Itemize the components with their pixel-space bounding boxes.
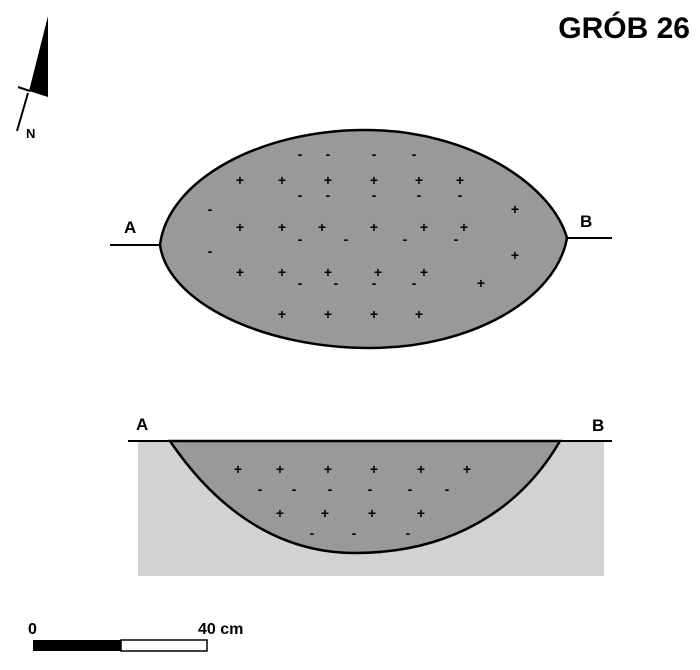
plan-label-a: A (124, 218, 136, 237)
plus-sign: + (511, 201, 519, 217)
minus-sign: - (298, 231, 303, 247)
minus-sign: - (208, 243, 213, 259)
plus-sign: + (456, 172, 464, 188)
section-pit-outline (167, 439, 563, 555)
plus-sign: + (420, 219, 428, 235)
section-label-a: A (136, 415, 148, 434)
plus-sign: + (370, 172, 378, 188)
plan-label-b: B (580, 212, 592, 231)
plus-sign: + (324, 264, 332, 280)
plus-sign: + (236, 264, 244, 280)
plus-sign: + (324, 306, 332, 322)
minus-sign: - (445, 481, 450, 497)
plus-sign: + (370, 219, 378, 235)
minus-sign: - (326, 187, 331, 203)
plus-sign: + (234, 461, 242, 477)
section-label-b: B (592, 416, 604, 435)
plus-sign: + (278, 264, 286, 280)
plus-sign: + (415, 306, 423, 322)
plus-sign: + (324, 461, 332, 477)
scale-bar: 0 40 cm (28, 621, 243, 652)
plan-pit-outline (158, 128, 569, 350)
section-view: A B ++++++++++--------- (128, 415, 612, 576)
plus-sign: + (368, 505, 376, 521)
minus-sign: - (458, 187, 463, 203)
minus-sign: - (408, 481, 413, 497)
minus-sign: - (403, 231, 408, 247)
minus-sign: - (292, 481, 297, 497)
north-label: N (26, 126, 35, 141)
plus-sign: + (276, 461, 284, 477)
minus-sign: - (298, 146, 303, 162)
plus-sign: + (236, 219, 244, 235)
plus-sign: + (236, 172, 244, 188)
plus-sign: + (460, 219, 468, 235)
minus-sign: - (406, 525, 411, 541)
minus-sign: - (372, 187, 377, 203)
plus-sign: + (278, 306, 286, 322)
plus-sign: + (370, 306, 378, 322)
plus-sign: + (477, 275, 485, 291)
plus-sign: + (324, 172, 332, 188)
plus-sign: + (276, 505, 284, 521)
minus-sign: - (372, 275, 377, 291)
minus-sign: - (298, 275, 303, 291)
plus-sign: + (417, 505, 425, 521)
plus-sign: + (278, 172, 286, 188)
minus-sign: - (344, 231, 349, 247)
plus-sign: + (463, 461, 471, 477)
plus-sign: + (511, 247, 519, 263)
minus-sign: - (372, 146, 377, 162)
minus-sign: - (417, 187, 422, 203)
plus-sign: + (415, 172, 423, 188)
minus-sign: - (326, 146, 331, 162)
plus-sign: + (370, 461, 378, 477)
minus-sign: - (352, 525, 357, 541)
minus-sign: - (328, 481, 333, 497)
plus-sign: + (318, 219, 326, 235)
scale-start: 0 (28, 621, 37, 638)
minus-sign: - (412, 275, 417, 291)
minus-sign: - (208, 201, 213, 217)
title: GRÓB 26 (558, 11, 690, 45)
minus-sign: - (368, 481, 373, 497)
minus-sign: - (412, 146, 417, 162)
plus-sign: + (374, 264, 382, 280)
plan-view: A B ++++++++++++++++++++++++------------… (110, 128, 612, 350)
plus-sign: + (417, 461, 425, 477)
scale-end: 40 cm (198, 621, 243, 638)
plus-sign: + (278, 219, 286, 235)
plus-sign: + (321, 505, 329, 521)
plus-sign: + (420, 264, 428, 280)
minus-sign: - (454, 231, 459, 247)
minus-sign: - (258, 481, 263, 497)
minus-sign: - (298, 187, 303, 203)
minus-sign: - (334, 275, 339, 291)
north-arrow-icon (16, 16, 48, 132)
minus-sign: - (310, 525, 315, 541)
